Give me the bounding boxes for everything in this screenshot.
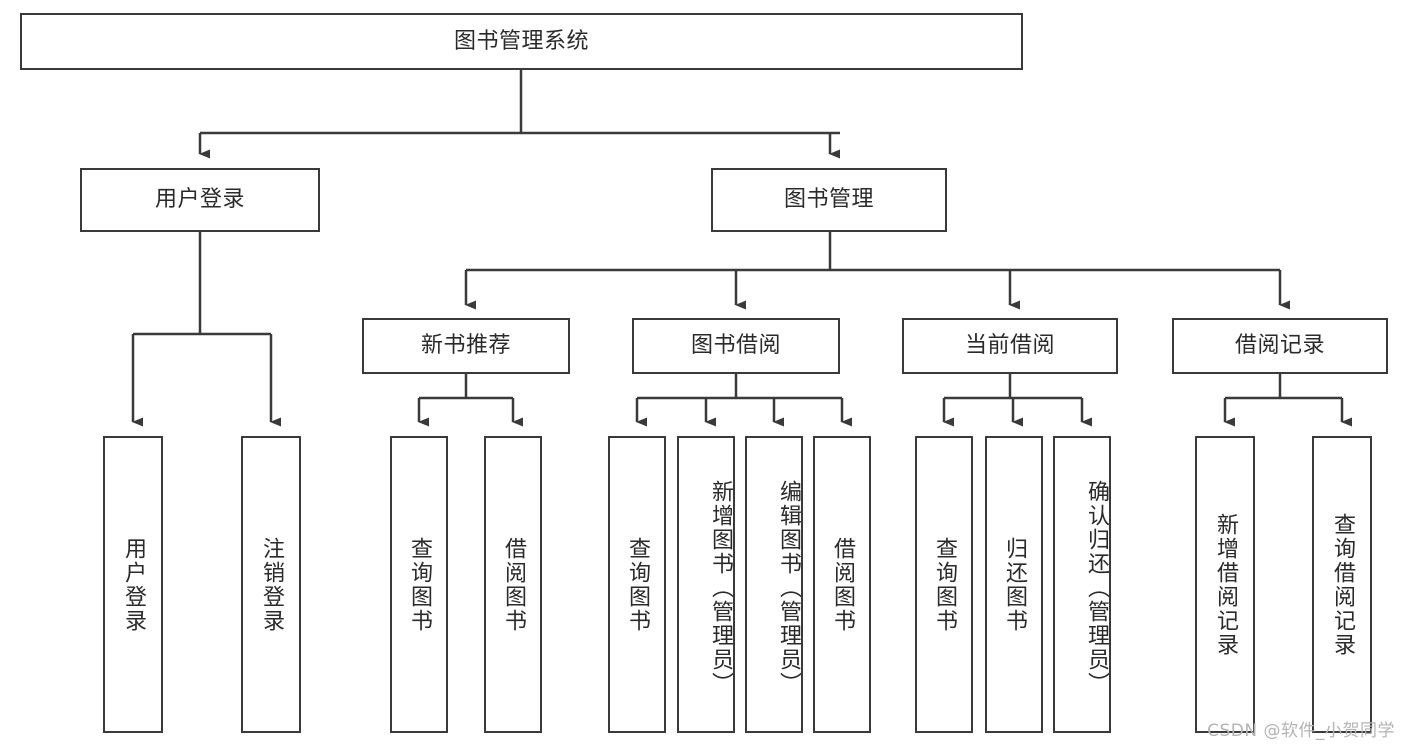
leaf-query-book-3[interactable]: 查询图书: [915, 436, 973, 733]
leaf-add-book[interactable]: 新增图书（管理员）: [677, 436, 735, 733]
leaf-add-book-label: 新增图书（管理员）: [708, 479, 733, 696]
node-book-borrow[interactable]: 图书借阅: [632, 318, 840, 374]
leaf-query-book-3-label: 查询图书: [931, 536, 957, 633]
leaf-borrow-book-1[interactable]: 借阅图书: [484, 436, 542, 733]
node-book-management-label: 图书管理: [783, 187, 874, 213]
leaf-add-record-label: 新增借阅记录: [1212, 512, 1238, 657]
leaf-logout-login[interactable]: 注销登录: [241, 436, 301, 733]
node-user-login-label: 用户登录: [154, 187, 245, 213]
leaf-query-record[interactable]: 查询借阅记录: [1312, 436, 1372, 733]
leaf-query-book-1[interactable]: 查询图书: [390, 436, 448, 733]
node-root-system-label: 图书管理系统: [453, 28, 589, 54]
leaf-borrow-book-2-label: 借阅图书: [829, 536, 855, 633]
node-borrow-record[interactable]: 借阅记录: [1172, 318, 1388, 374]
node-new-book-recommend[interactable]: 新书推荐: [362, 318, 570, 374]
leaf-borrow-book-2[interactable]: 借阅图书: [813, 436, 871, 733]
node-book-borrow-label: 图书借阅: [690, 333, 781, 359]
leaf-query-record-label: 查询借阅记录: [1329, 512, 1355, 657]
leaf-logout-login-label: 注销登录: [258, 536, 284, 633]
leaf-confirm-return-label: 确认归还（管理员）: [1084, 479, 1109, 696]
csdn-watermark: CSDN @软件_小贺同学: [1207, 721, 1395, 741]
leaf-user-login-label: 用户登录: [120, 536, 146, 633]
leaf-return-book[interactable]: 归还图书: [985, 436, 1043, 733]
leaf-return-book-label: 归还图书: [1001, 536, 1027, 633]
leaf-edit-book-label: 编辑图书（管理员）: [776, 479, 801, 696]
node-borrow-record-label: 借阅记录: [1234, 333, 1325, 359]
leaf-query-book-1-label: 查询图书: [406, 536, 432, 633]
node-book-management[interactable]: 图书管理: [711, 168, 947, 232]
leaf-edit-book[interactable]: 编辑图书（管理员）: [745, 436, 803, 733]
leaf-add-record[interactable]: 新增借阅记录: [1195, 436, 1255, 733]
node-current-borrow-label: 当前借阅: [964, 333, 1055, 359]
leaf-query-book-2-label: 查询图书: [624, 536, 650, 633]
node-root-system[interactable]: 图书管理系统: [20, 13, 1023, 70]
leaf-confirm-return[interactable]: 确认归还（管理员）: [1053, 436, 1111, 733]
leaf-query-book-2[interactable]: 查询图书: [608, 436, 666, 733]
node-new-book-recommend-label: 新书推荐: [420, 333, 511, 359]
node-current-borrow[interactable]: 当前借阅: [902, 318, 1118, 374]
leaf-borrow-book-1-label: 借阅图书: [500, 536, 526, 633]
leaf-user-login[interactable]: 用户登录: [103, 436, 163, 733]
node-user-login[interactable]: 用户登录: [80, 168, 320, 232]
